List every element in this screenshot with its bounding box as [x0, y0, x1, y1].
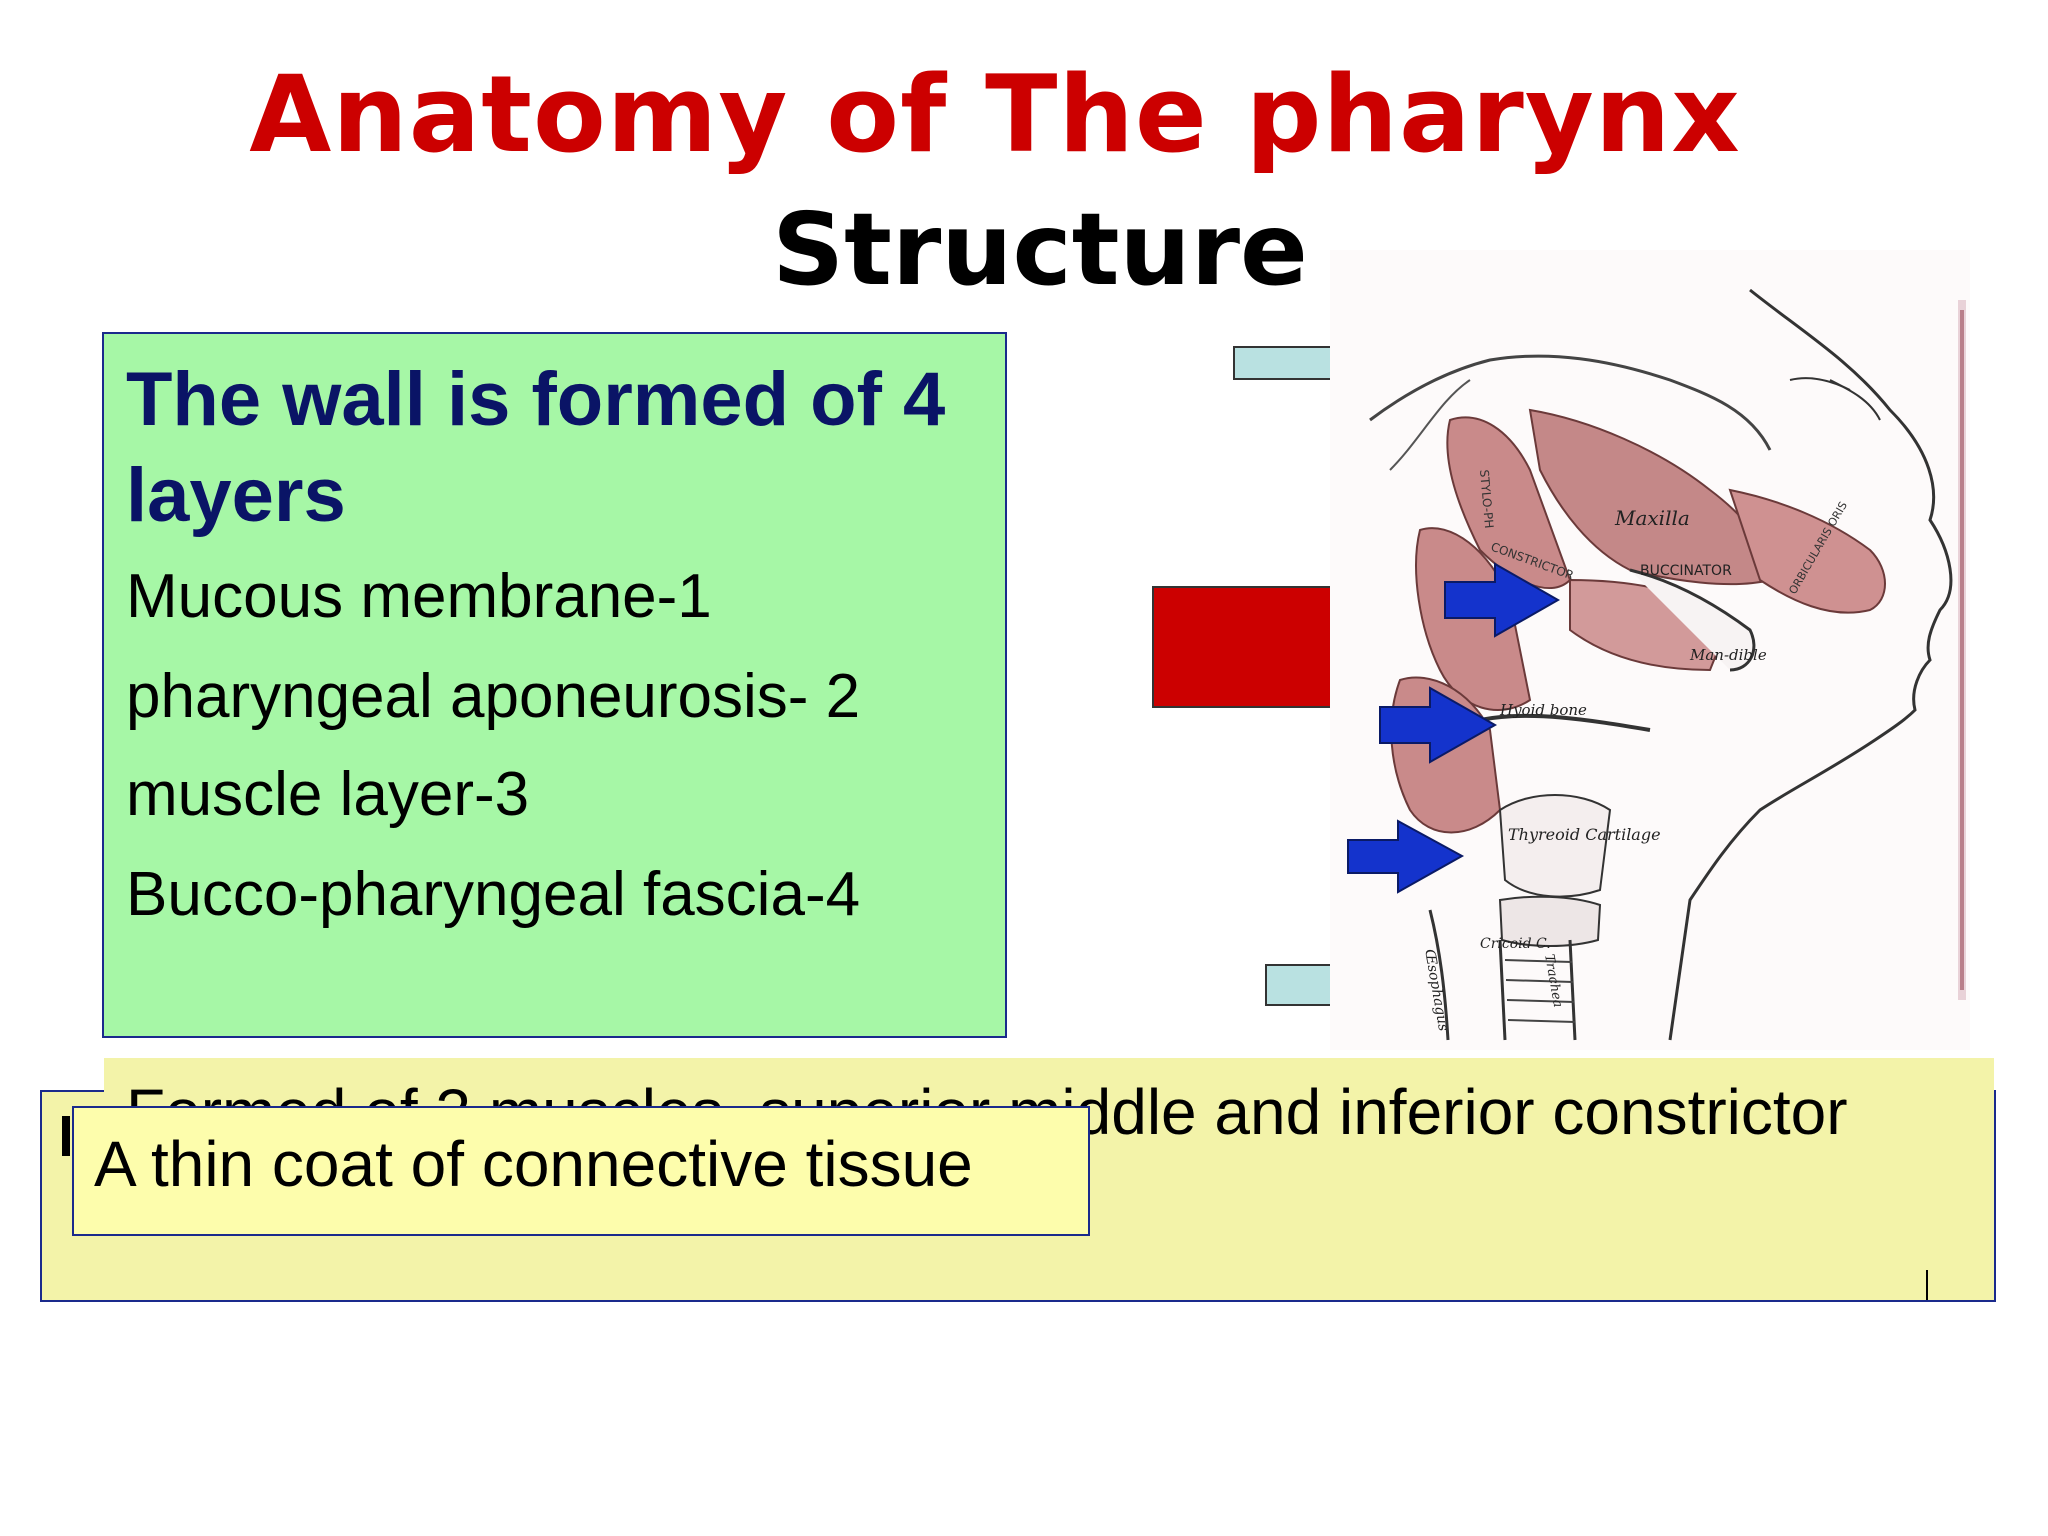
connective-note-box: A thin coat of connective tissue — [72, 1106, 1090, 1236]
layer-item-muscle: muscle layer-3 — [126, 760, 530, 829]
pharynx-illustration: Maxilla BUCCINATOR Man-dible Hyoid bone … — [1330, 250, 1970, 1050]
label-oesophagus: Œsophagus — [1421, 948, 1451, 1033]
slide-title: Anatomy of The pharynx — [249, 53, 1741, 176]
label-maxilla: Maxilla — [1614, 506, 1690, 530]
pharynx-illustration-svg: Maxilla BUCCINATOR Man-dible Hyoid bone … — [1347, 288, 1966, 1041]
label-hyoid: Hyoid bone — [1499, 701, 1587, 719]
label-stylo-pharyngeus: STYLO-PH — [1477, 469, 1496, 529]
divider-mark-left — [62, 1116, 70, 1156]
label-cricoid: Cricoid C. — [1480, 936, 1551, 952]
red-block — [1152, 586, 1332, 708]
layer-item-fascia: Bucco-pharyngeal fascia-4 — [126, 860, 861, 929]
slide-subtitle: Structure — [772, 191, 1308, 308]
connective-note-text: A thin coat of connective tissue — [94, 1128, 973, 1200]
cyan-block-top — [1233, 346, 1343, 380]
arrow-inferior-constrictor — [1347, 819, 1465, 894]
label-thyroid: Thyreoid Cartilage — [1508, 825, 1661, 844]
layers-box: The wall is formed of 4 layers Mucous me… — [102, 332, 1007, 1038]
arrow-superior-constrictor — [1444, 562, 1561, 638]
arrow-middle-constrictor — [1379, 686, 1498, 764]
label-mandible: Man-dible — [1689, 646, 1767, 664]
layer-item-aponeurosis: pharyngeal aponeurosis- 2 — [126, 662, 861, 731]
layer-item-mucous: Mucous membrane-1 — [126, 562, 712, 631]
label-buccinator: BUCCINATOR — [1640, 563, 1732, 579]
layers-heading: The wall is formed of 4 layers — [126, 357, 946, 538]
divider-mark — [1926, 1270, 1928, 1300]
